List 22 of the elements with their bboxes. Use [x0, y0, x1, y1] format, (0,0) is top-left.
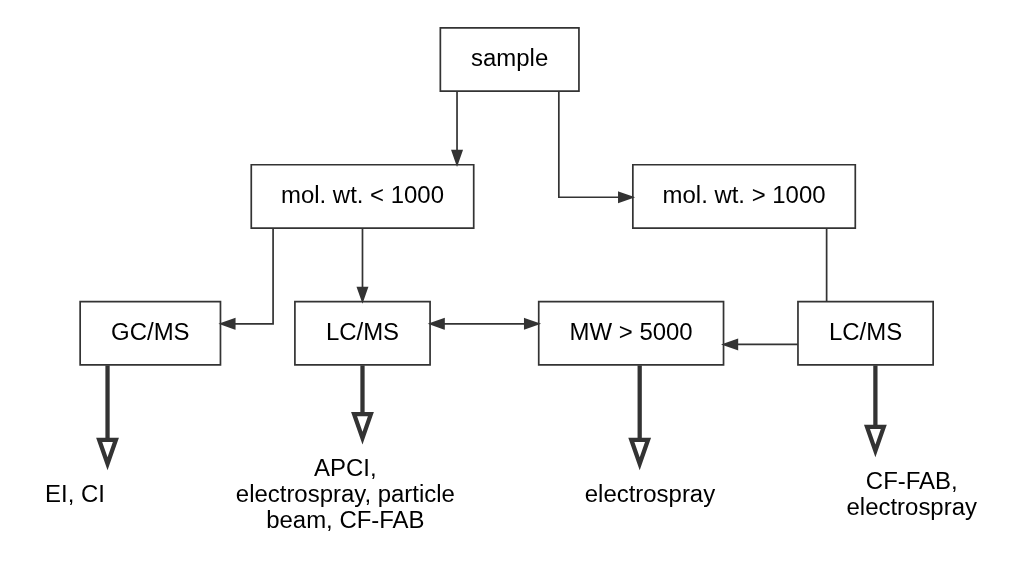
node-text: CF-FAB, electrospray	[846, 466, 977, 520]
arrow	[864, 364, 887, 457]
arrow	[721, 337, 799, 350]
arrow	[427, 317, 542, 330]
node-box: GC/MS	[79, 300, 222, 366]
connector	[825, 226, 828, 302]
node-box: MW > 5000	[537, 300, 725, 366]
arrow	[96, 364, 119, 470]
arrow	[558, 90, 636, 203]
node-text: electrospray	[584, 479, 716, 507]
node-box: mol. wt. > 1000	[632, 163, 857, 229]
node-box: LC/MS	[294, 300, 431, 366]
arrow	[218, 227, 274, 330]
node-text: EI, CI	[45, 479, 105, 507]
node-box: LC/MS	[797, 300, 934, 366]
node-box: mol. wt. < 1000	[250, 163, 475, 229]
node-text: APCI, electrospray, particle beam, CF-FAB	[235, 454, 455, 533]
arrow	[628, 364, 652, 470]
node-box: sample	[439, 26, 580, 92]
arrow	[451, 89, 464, 167]
arrow	[351, 364, 374, 445]
arrow	[356, 226, 369, 304]
